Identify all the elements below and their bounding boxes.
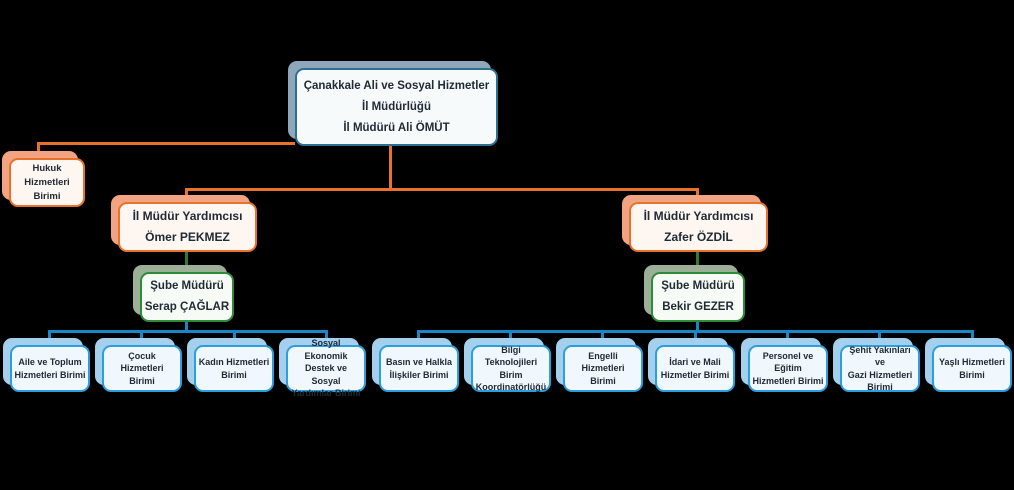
org-node-label: Şube Müdürü Bekir GEZER [651, 272, 745, 322]
org-node-manager-bekir-gezer: Şube Müdürü Bekir GEZER [644, 265, 745, 322]
org-node-unit-bilgi-teknolojileri: Bilgi Teknolojileri Birim Koordinatörlüğ… [464, 338, 551, 392]
org-node-unit-personel-ve-egitim: Personel ve Eğitim Hizmetleri Birimi [741, 338, 828, 392]
org-node-label: Çocuk Hizmetleri Birimi [102, 345, 182, 392]
org-node-deputy-omer-pekmez: İl Müdür Yardımcısı Ömer PEKMEZ [111, 195, 257, 252]
org-node-label: Şube Müdürü Serap ÇAĞLAR [140, 272, 234, 322]
org-node-unit-yasli: Yaşlı Hizmetleri Birimi [925, 338, 1012, 392]
org-node-unit-basin-ve-halkla-iliskiler: Basın ve Halkla İlişkiler Birimi [372, 338, 459, 392]
org-node-label: Aile ve Toplum Hizmetleri Birimi [10, 345, 90, 392]
connector-manager-left-stem [185, 249, 188, 274]
org-node-legal-unit: Hukuk Hizmetleri Birimi [2, 151, 85, 207]
org-node-manager-serap-caglar: Şube Müdürü Serap ÇAĞLAR [133, 265, 234, 322]
connector-group-left-rail [48, 330, 328, 333]
org-node-label: Personel ve Eğitim Hizmetleri Birimi [748, 345, 828, 392]
connector-legal-drop [37, 142, 40, 159]
connector-root-to-legal-rail [37, 142, 295, 145]
connector-manager-right-stem [696, 249, 699, 274]
org-node-label: Sosyal Ekonomik Destek ve Sosyal Yardıml… [286, 338, 366, 398]
org-node-label: Hukuk Hizmetleri Birimi [9, 158, 85, 207]
org-node-label: Şehit Yakınları ve Gazi Hizmetleri Birim… [840, 345, 920, 392]
org-node-label: Yaşlı Hizmetleri Birimi [932, 345, 1012, 392]
org-node-unit-aile-ve-toplum: Aile ve Toplum Hizmetleri Birimi [3, 338, 90, 392]
org-node-unit-idari-ve-mali: İdari ve Mali Hizmetler Birimi [648, 338, 735, 392]
org-node-directorate: Çanakkale Ali ve Sosyal Hizmetler İl Müd… [288, 61, 498, 146]
org-node-label: İl Müdür Yardımcısı Ömer PEKMEZ [118, 202, 257, 252]
org-node-label: Çanakkale Ali ve Sosyal Hizmetler İl Müd… [295, 68, 498, 146]
org-node-label: Engelli Hizmetleri Birimi [563, 345, 643, 392]
connector-deputies-rail [185, 188, 699, 191]
org-node-label: İl Müdür Yardımcısı Zafer ÖZDİL [629, 202, 768, 252]
org-node-label: İdari ve Mali Hizmetler Birimi [655, 345, 735, 392]
org-node-unit-engelli: Engelli Hizmetleri Birimi [556, 338, 643, 392]
org-node-unit-cocuk: Çocuk Hizmetleri Birimi [95, 338, 182, 392]
org-node-unit-kadin: Kadın Hizmetleri Birimi [187, 338, 274, 392]
connector-group-right-stem [696, 320, 699, 332]
org-node-deputy-zafer-ozdil: İl Müdür Yardımcısı Zafer ÖZDİL [622, 195, 768, 252]
org-node-label: Kadın Hizmetleri Birimi [194, 345, 274, 392]
org-node-label: Basın ve Halkla İlişkiler Birimi [379, 345, 459, 392]
org-node-unit-sehit-yakinlari-ve-gazi: Şehit Yakınları ve Gazi Hizmetleri Birim… [833, 338, 920, 392]
org-node-label: Bilgi Teknolojileri Birim Koordinatörlüğ… [471, 345, 551, 392]
connector-group-left-stem [185, 320, 188, 332]
org-node-unit-sosyal-ekonomik-destek: Sosyal Ekonomik Destek ve Sosyal Yardıml… [279, 338, 366, 398]
connector-root-stem [389, 146, 392, 191]
